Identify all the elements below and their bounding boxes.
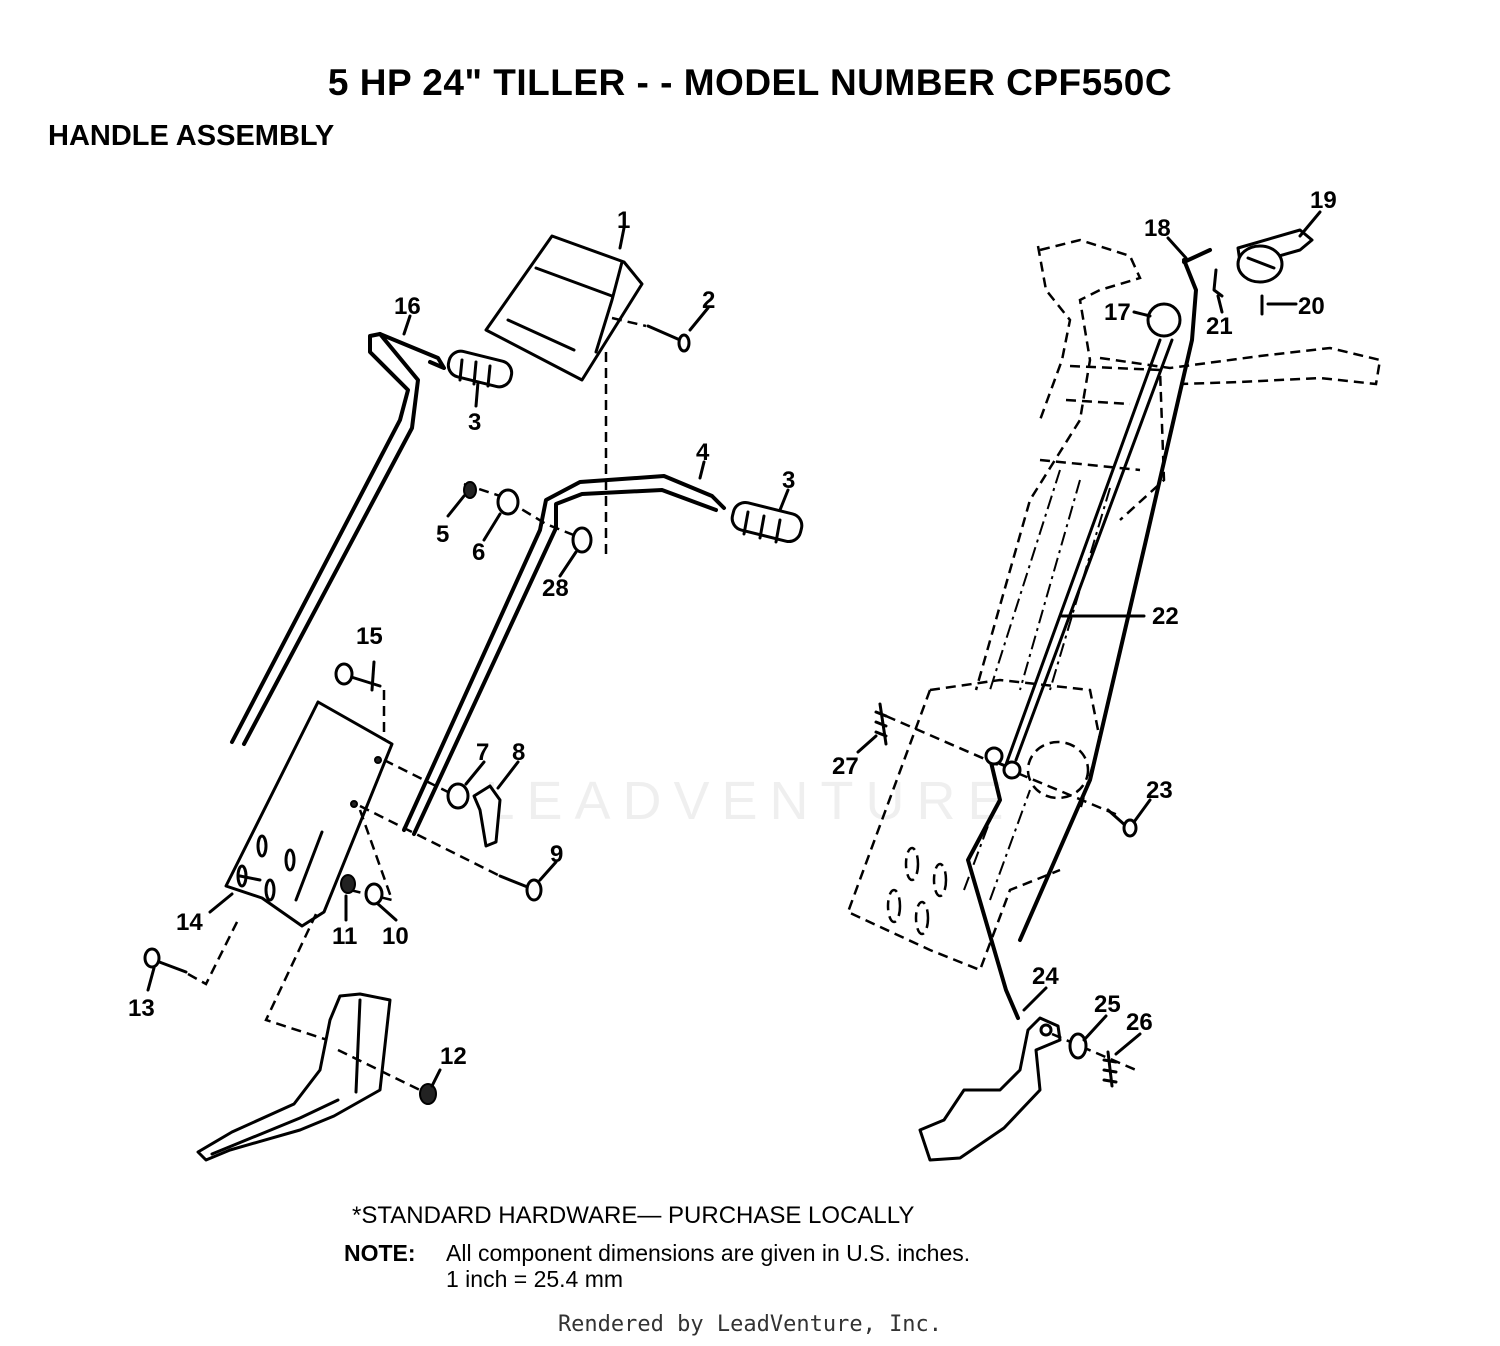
right-handle-assembly [846,228,1382,1162]
part-4-handle [402,474,726,832]
callout-14: 14 [176,909,203,936]
callout-11: 11 [332,923,357,950]
callout-2: 2 [702,287,715,314]
callout-16: 16 [394,293,421,320]
part-8-knob [472,784,502,848]
callout-15: 15 [356,623,383,650]
callout-24: 24 [1032,963,1059,990]
part-10-washer [364,882,384,906]
callout-4: 4 [696,439,710,466]
standard-hardware-note: *STANDARD HARDWARE— PURCHASE LOCALLY [352,1202,915,1229]
part-11-nut [340,874,356,894]
callout-3a: 3 [468,409,481,436]
footer-credit: Rendered by LeadVenture, Inc. [557,1312,943,1337]
callout-9: 9 [550,841,563,868]
callout-18: 18 [1144,215,1171,242]
part-6-washer [496,488,520,516]
part-14-plate [224,700,394,928]
part-21-clip [1212,268,1224,298]
callout-3b: 3 [782,467,795,494]
part-27-spring [874,702,888,746]
part-26-spring [1102,1050,1118,1088]
part-9-bolt [498,874,532,890]
callout-23: 23 [1146,777,1173,804]
callout-7: 7 [476,739,489,766]
note-text: All component dimensions are given in U.… [446,1240,971,1266]
part-24-rod [966,756,1020,1020]
callout-25: 25 [1094,991,1121,1018]
part-2-bolt [646,324,682,342]
tiller-bracket-left [196,992,392,1162]
note-label: NOTE: [344,1240,416,1266]
part-22-cable [1018,258,1198,942]
part-23-pin [1106,808,1128,828]
part-5-nut [463,481,477,499]
part-1-panel [484,234,644,382]
part-15-bolt [346,674,382,688]
part-7-washer [446,782,470,810]
callout-13: 13 [128,995,155,1022]
part-12-nut [419,1083,437,1105]
callout-6: 6 [472,539,485,566]
watermark-logo: LEADVENTURE [484,771,1016,831]
callout-1: 1 [617,207,630,234]
part-3-grip-lower [730,500,804,544]
callout-28: 28 [542,575,569,602]
page-title: 5 HP 24" TILLER - - MODEL NUMBER CPF550C [327,62,1173,103]
tiller-bracket-right [918,1016,1062,1162]
section-title: HANDLE ASSEMBLY [48,120,335,152]
callout-8: 8 [512,739,525,766]
part-25-washer [1068,1032,1088,1060]
callout-labels: 1 2 16 3 4 3 5 6 28 15 7 8 9 14 11 10 13… [128,187,1337,1070]
left-handle-assembly [143,234,804,1162]
note-conversion: 1 inch = 25.4 mm [446,1266,624,1292]
callout-12: 12 [440,1043,467,1070]
callout-20: 20 [1298,293,1325,320]
callout-26: 26 [1126,1009,1153,1036]
part-28-washer [571,526,593,554]
part-3-grip-upper [446,349,514,389]
callout-19: 19 [1310,187,1337,214]
part-16-handle-tube [230,332,420,746]
callout-22: 22 [1152,603,1179,630]
leader-lines [146,210,1322,1088]
part-17-knob [1146,302,1182,338]
callout-17: 17 [1104,299,1131,326]
callout-27: 27 [832,753,859,780]
callout-5: 5 [436,521,449,548]
callout-10: 10 [382,923,409,950]
callout-21: 21 [1206,313,1233,340]
